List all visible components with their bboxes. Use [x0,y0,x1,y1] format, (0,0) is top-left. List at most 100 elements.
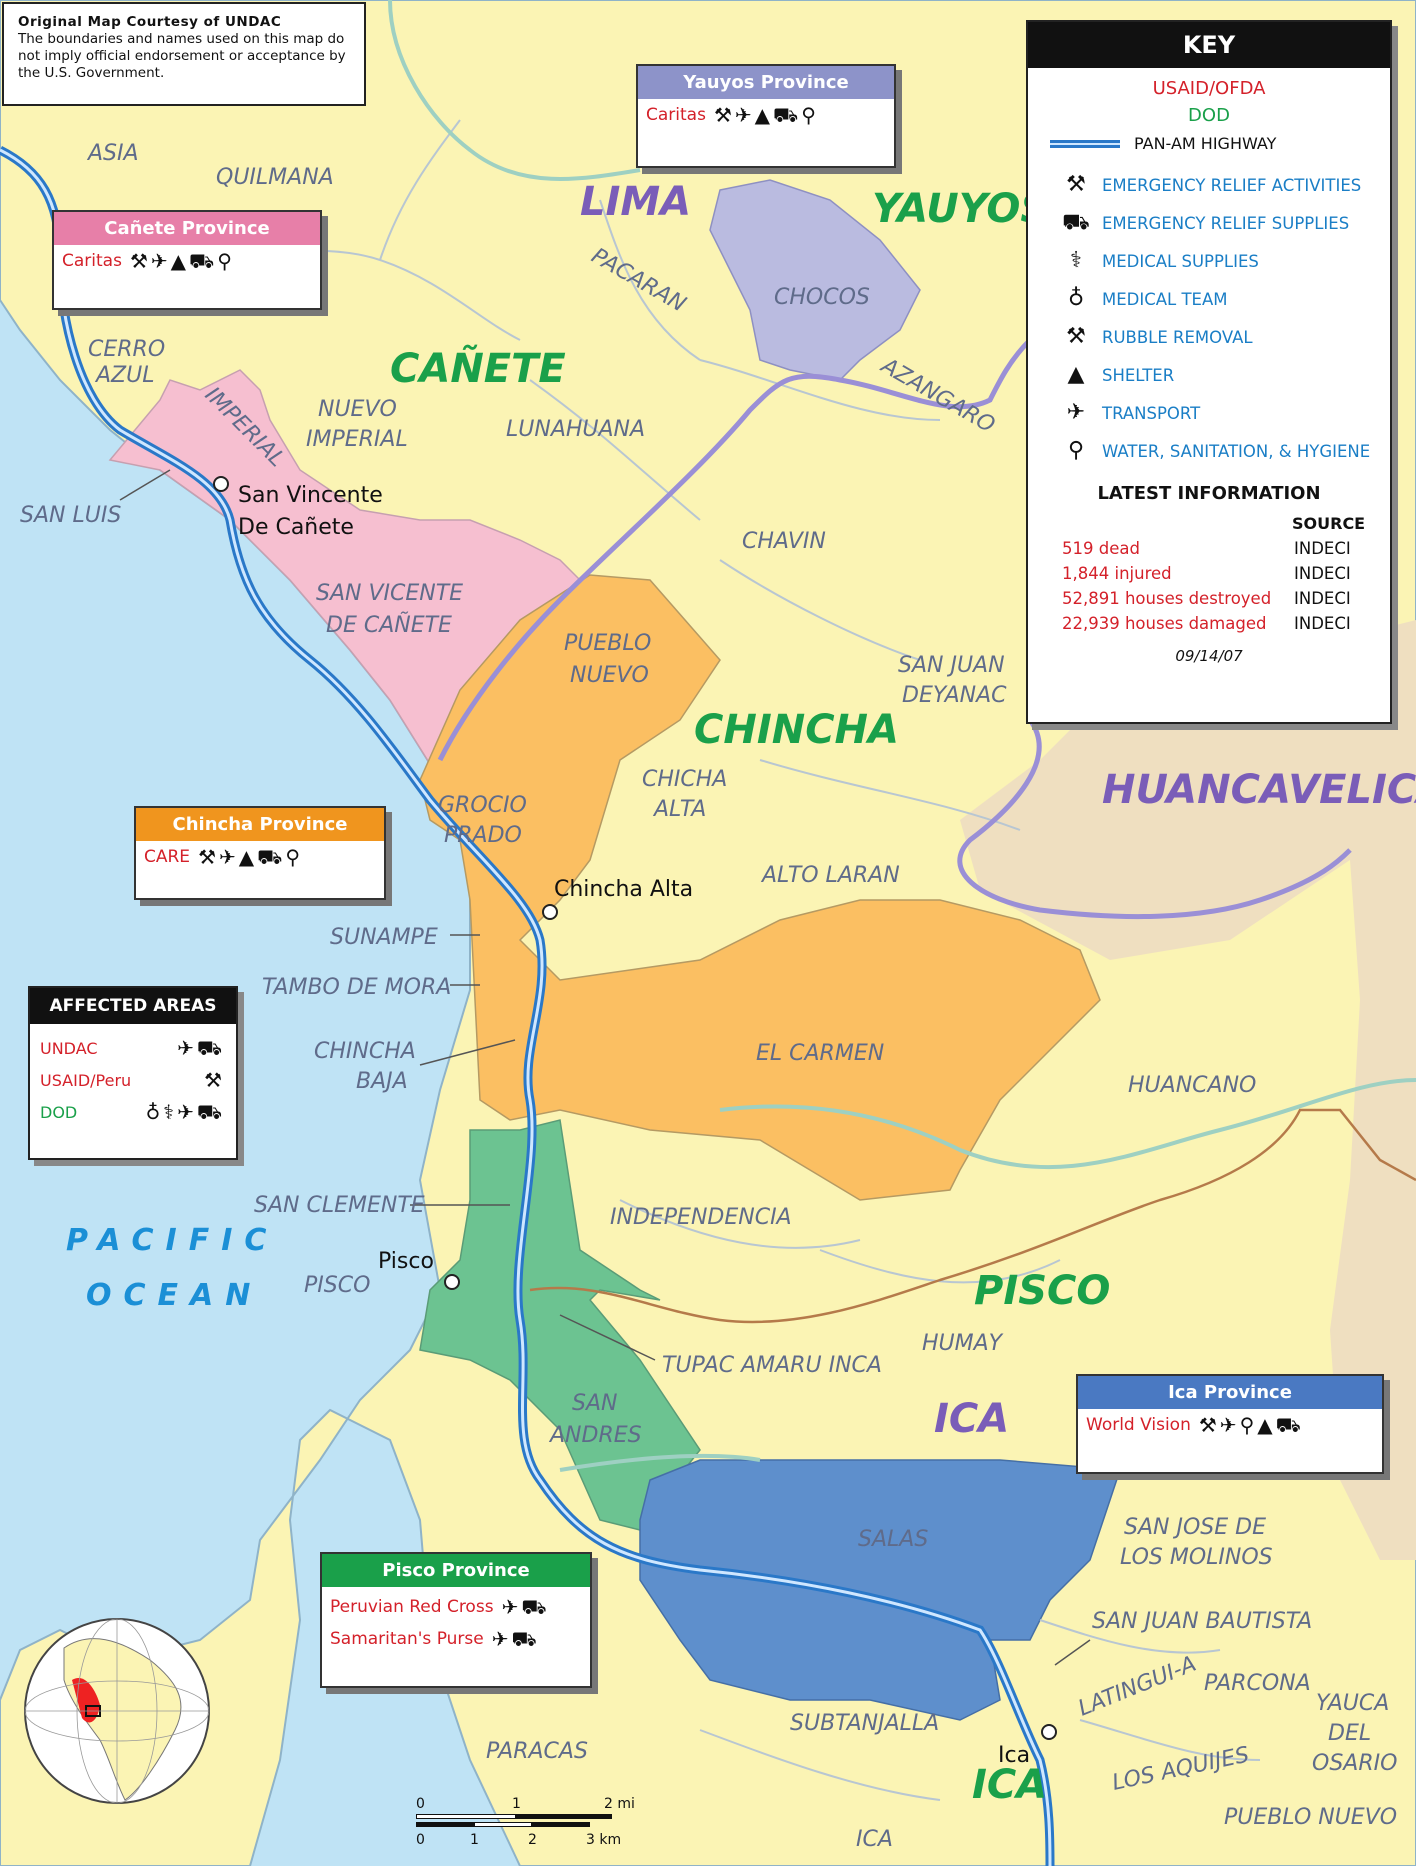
place-huancano: HUANCANO [1128,1073,1256,1098]
ica-marker [1041,1724,1057,1740]
dept-yauyos: YAUYOS [872,186,1049,232]
place-pisco: PISCO [304,1273,370,1298]
caduceus-icon: ⚕ [1070,248,1082,273]
scale-mi-seg2 [516,1814,612,1819]
pisco-province-title: Pisco Province [322,1554,590,1587]
airplane-icon: ✈ [1219,1413,1237,1437]
place-chavin: CHAVIN [742,529,826,554]
dept-ica: ICA [934,1396,1009,1442]
chincha-org: CARE [144,847,191,867]
scale-km-0: 0 [416,1832,425,1848]
place-sunampe: SUNAMPE [330,925,438,950]
dept-canete: CAÑETE [390,344,566,392]
brown-route [529,1108,1416,1324]
city-san-vincente: San Vincente [238,483,383,508]
place-tambo-de-mora: TAMBO DE MORA [262,975,451,1000]
key-org-usaid: USAID/OFDA [1152,78,1266,99]
yauyos-org: Caritas [646,105,706,125]
stat-row: 22,939 houses damaged INDECI [1062,614,1390,633]
pisco-province-box: Pisco Province Peruvian Red Cross ✈ ⛟ Sa… [320,1552,592,1688]
map-credit-note: Original Map Courtesy of UNDAC The bound… [2,2,366,106]
affected-org: DOD [40,1102,78,1122]
scale-km-seg2 [474,1822,532,1827]
scale-km-1: 1 [470,1832,479,1848]
truck-icon: ⛟ [257,845,283,869]
place-san-clemente: SAN CLEMENTE [254,1193,425,1218]
rubble-icon: ⚒ [129,249,148,273]
ocean-label-2: OCEAN [86,1278,262,1313]
place-san-jose: SAN JOSE DE [1124,1515,1266,1540]
source-header: SOURCE [1292,514,1366,533]
key-item-wash: ⚲ WATER, SANITATION, & HYGIENE [1050,438,1390,463]
canete-province-box: Cañete Province Caritas ⚒ ✈ ▲ ⛟ ⚲ [52,210,322,310]
ica-province-title: Ica Province [1078,1376,1382,1409]
stat-value: 52,891 houses destroyed [1062,589,1272,608]
truck-icon: ⛟ [773,103,799,127]
place-chincha-baja: BAJA [356,1069,408,1094]
key-item-shelter: ▲ SHELTER [1050,364,1390,386]
rubble-icon: ⚒ [1066,324,1086,349]
place-chicha-alta: ALTA [652,797,706,822]
place-san-juan: SAN JUAN [898,653,1005,678]
dept-pisco: PISCO [974,1268,1110,1314]
map-key: KEY USAID/OFDA DOD PAN-AM HIGHWAY ⚒ EMER… [1026,20,1392,724]
place-ica: ICA [856,1827,893,1852]
pisco-province-row-2: Samaritan's Purse ✈ ⛟ [322,1623,590,1655]
key-highway: PAN-AM HIGHWAY [1050,134,1390,153]
scale-km-seg3 [532,1822,590,1827]
scale-km-2: 2 [528,1832,537,1848]
place-tupac-amaru-inca: TUPAC AMARU INCA [662,1353,882,1378]
stat-row: 519 dead INDECI [1062,539,1390,558]
airplane-icon: ✈ [734,103,752,127]
scale-mi-seg1 [416,1814,516,1819]
affected-row-undac: UNDAC ✈ ⛟ [30,1024,236,1062]
dept-huancavelica: HUANCAVELICA [1102,767,1416,813]
city-pisco: Pisco [378,1249,434,1274]
tent-icon: ▲ [754,103,771,127]
airplane-icon: ✈ [150,249,168,273]
city-ica: Ica [998,1743,1030,1768]
place-chincha: CHINCHA [314,1039,416,1064]
stat-row: 52,891 houses destroyed INDECI [1062,589,1390,608]
tent-icon: ▲ [238,845,255,869]
key-item-relief-activities: ⚒ EMERGENCY RELIEF ACTIVITIES [1050,174,1390,196]
place-de-canete: DE CAÑETE [326,611,452,638]
leader-lines [119,469,1091,1666]
airplane-icon: ✈ [491,1627,509,1651]
affected-row-usaid-peru: USAID/Peru ⚒ [30,1062,236,1094]
stethoscope-icon: ♁ [1067,286,1085,311]
place-pueblo-nuevo: NUEVO [570,663,649,688]
faucet-icon: ⚲ [1067,438,1085,463]
airplane-icon: ✈ [219,845,236,869]
key-item-label: RUBBLE REMOVAL [1102,327,1253,347]
key-highway-label: PAN-AM HIGHWAY [1134,134,1277,153]
caduceus-icon: ⚕ [163,1100,175,1124]
faucet-icon: ⚲ [217,249,232,273]
faucet-icon: ⚲ [1239,1413,1255,1437]
ica-province-row: World Vision ⚒ ✈ ⚲ ▲ ⛟ [1078,1409,1382,1441]
stat-value: 519 dead [1062,539,1140,558]
yauyos-province-row: Caritas ⚒ ✈ ▲ ⛟ ⚲ [638,99,894,131]
ocean-label-1: PACIFIC [66,1223,278,1258]
city-markers [213,476,1057,1740]
scale-km-3: 3 km [586,1832,622,1848]
place-subtanjalla: SUBTANJALLA [790,1711,939,1736]
airplane-icon: ✈ [177,1100,194,1124]
airplane-icon: ✈ [177,1036,194,1060]
locator-globe [24,1618,210,1804]
key-item-relief-supplies: ⛟ EMERGENCY RELIEF SUPPLIES [1050,210,1390,235]
stat-source: INDECI [1294,589,1351,608]
pisco-org-1: Peruvian Red Cross [330,1597,494,1617]
faucet-icon: ⚲ [801,103,816,127]
truck-icon: ⛟ [1062,210,1090,235]
key-item-label: MEDICAL SUPPLIES [1102,251,1259,271]
affected-org: USAID/Peru [40,1070,132,1090]
pisco-org-2: Samaritan's Purse [330,1629,484,1649]
place-alto-laran: ALTO LARAN [760,863,900,888]
chincha-alta-marker [542,904,558,920]
truck-icon: ⛟ [1275,1413,1301,1437]
key-title: KEY [1028,22,1390,68]
scale-km-seg1 [416,1822,474,1827]
dept-chincha: CHINCHA [694,707,899,753]
